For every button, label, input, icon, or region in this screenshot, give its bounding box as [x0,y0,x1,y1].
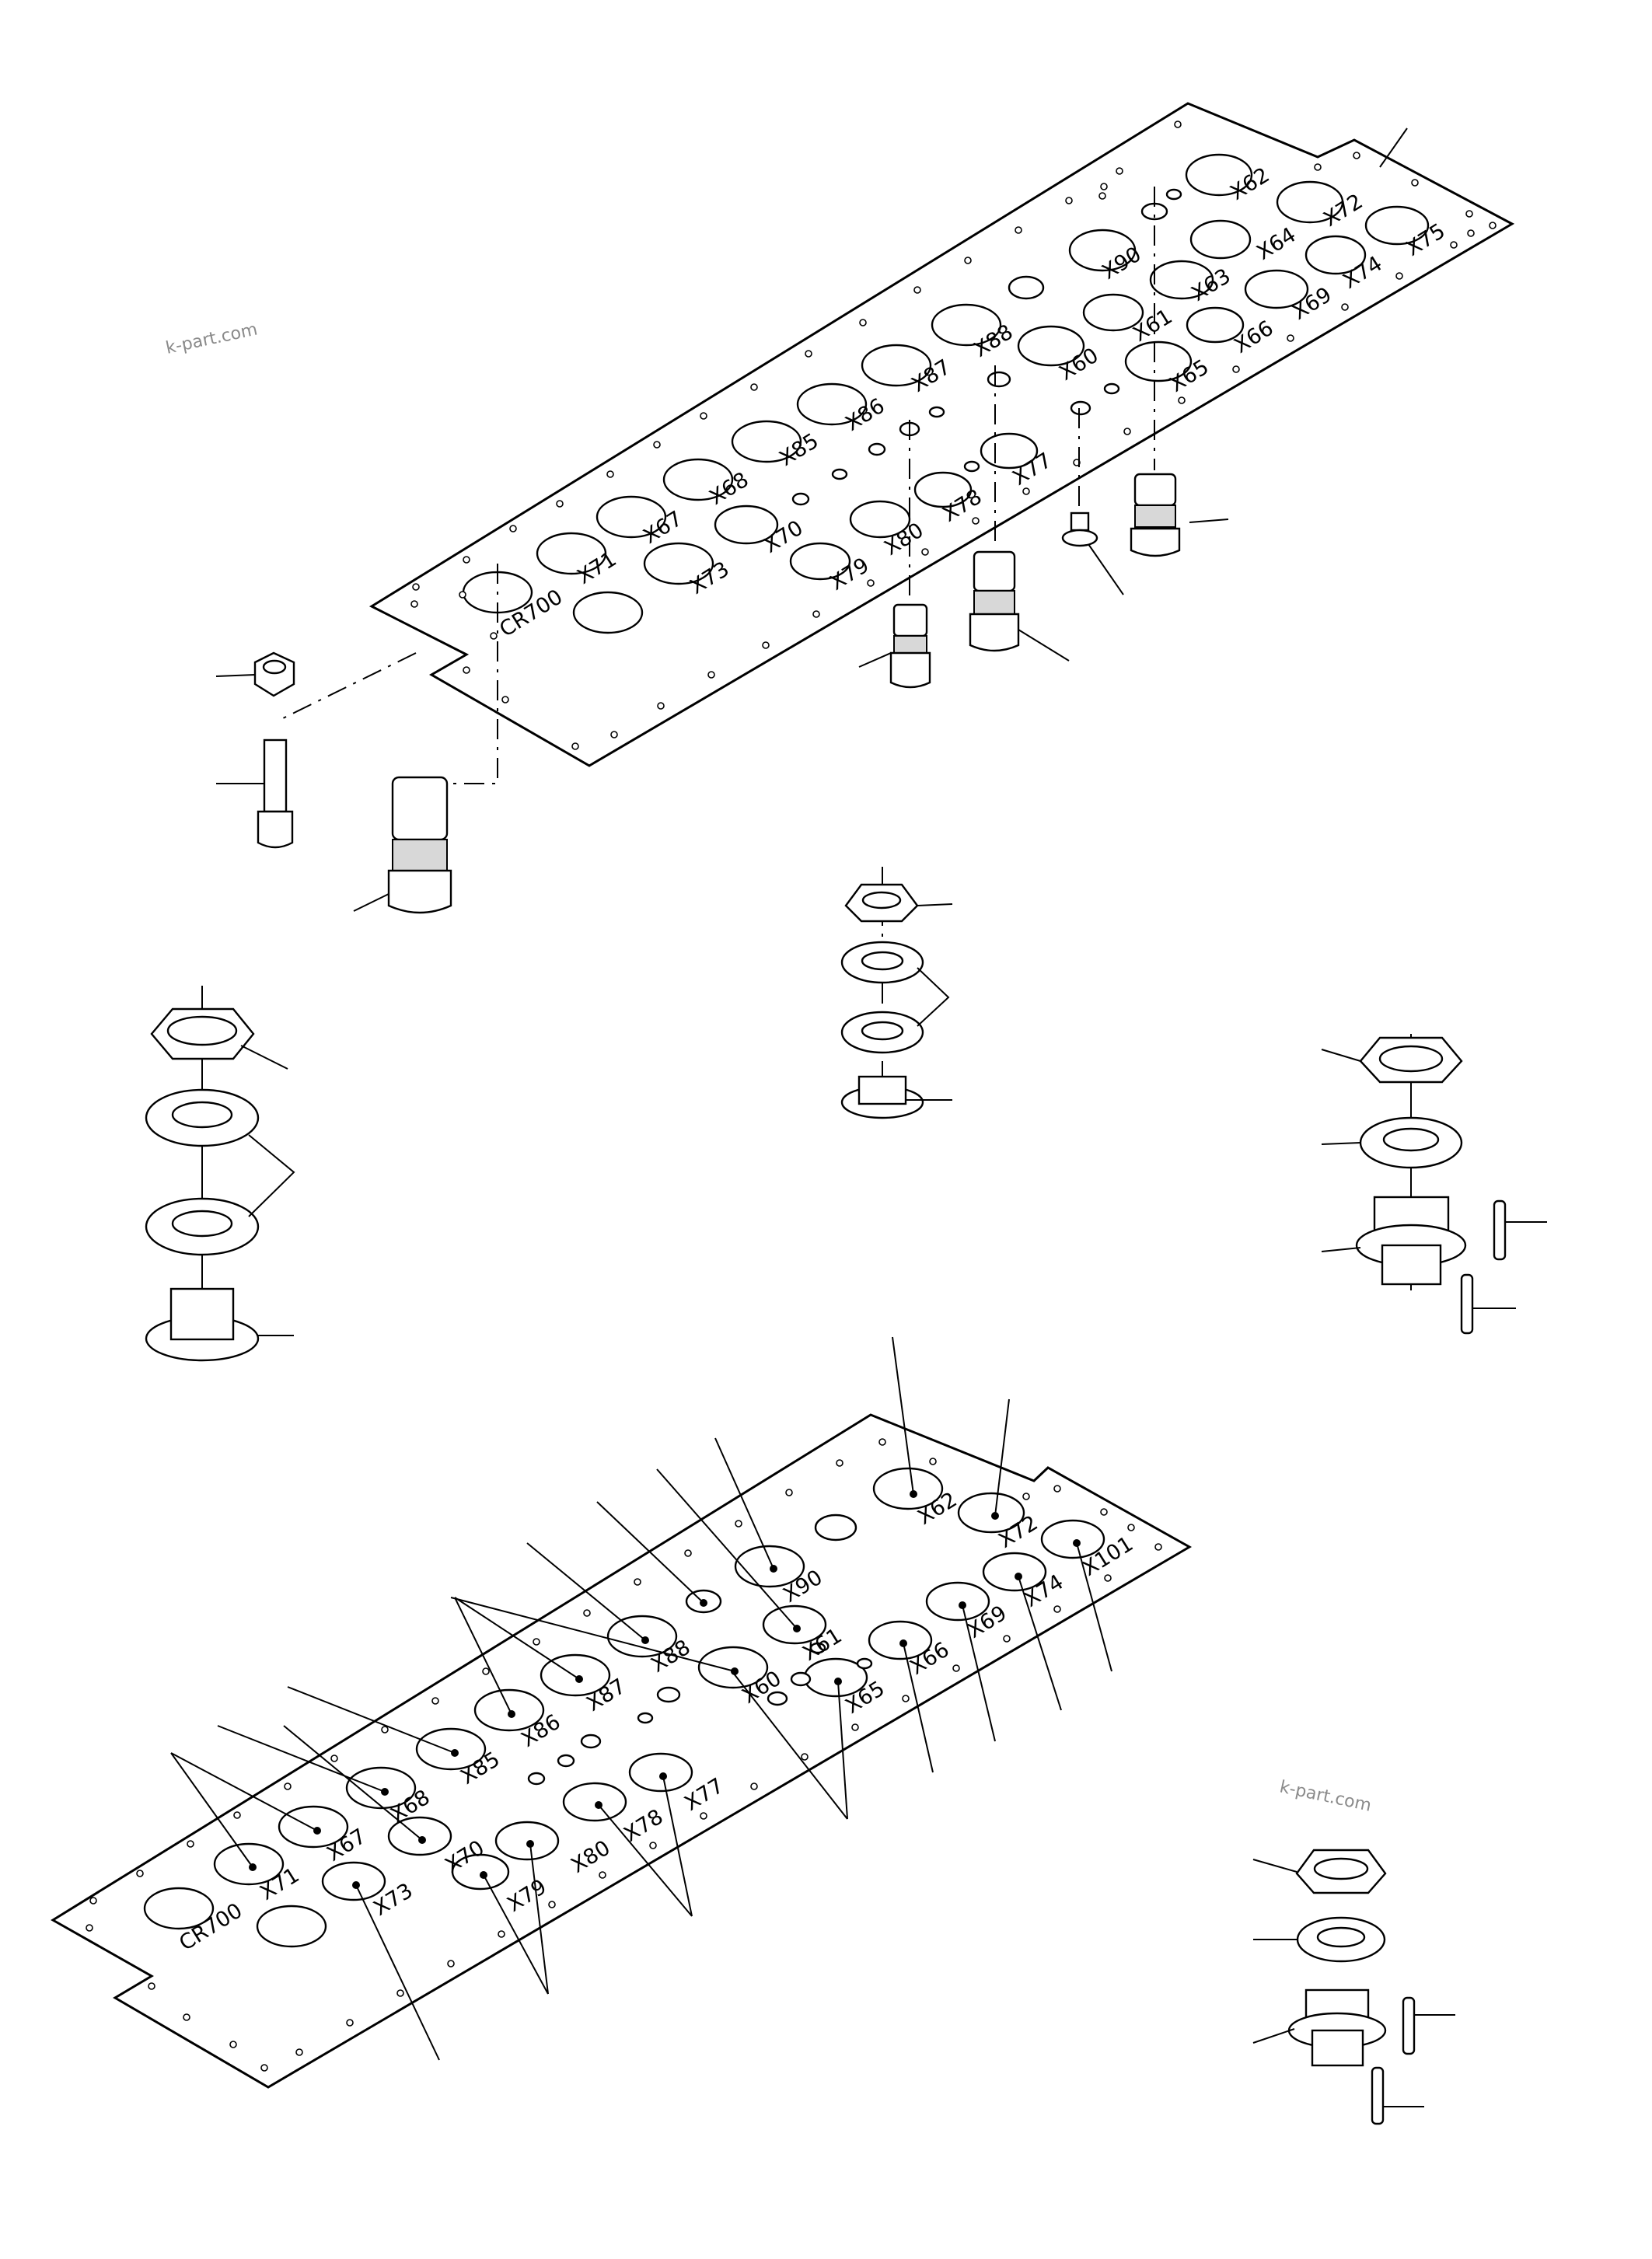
small-gasket-set [840,867,953,1119]
bulkhead-connector-large [353,776,452,914]
bulkhead-connector [858,603,931,689]
lower-connector-plate: X62 X72 X101 X90 X74 X69 X61 X66 X88 X60… [51,1336,1193,2089]
upper-connector-plate: X62 X72 X75 X64 X74 X90 X63 X69 X61 X66 … [368,102,1515,767]
mounting-holes [86,1438,1162,2072]
lower-right-connector-set [1252,1849,1455,2125]
right-connector-set [1321,1034,1547,1335]
screw [216,738,294,849]
watermark: k-part.com [164,320,259,358]
leader-lines [170,1336,1112,2061]
small-plug [1061,512,1124,595]
bulkhead-connector [969,550,1070,662]
hex-nut [215,651,295,697]
large-gasket-set [145,986,295,1362]
watermark: k-part.com [1278,1777,1373,1815]
centre-lines [281,187,1155,784]
bulkhead-connector [1130,473,1229,557]
plate-holes [462,153,1430,634]
mounting-holes [410,120,1497,750]
